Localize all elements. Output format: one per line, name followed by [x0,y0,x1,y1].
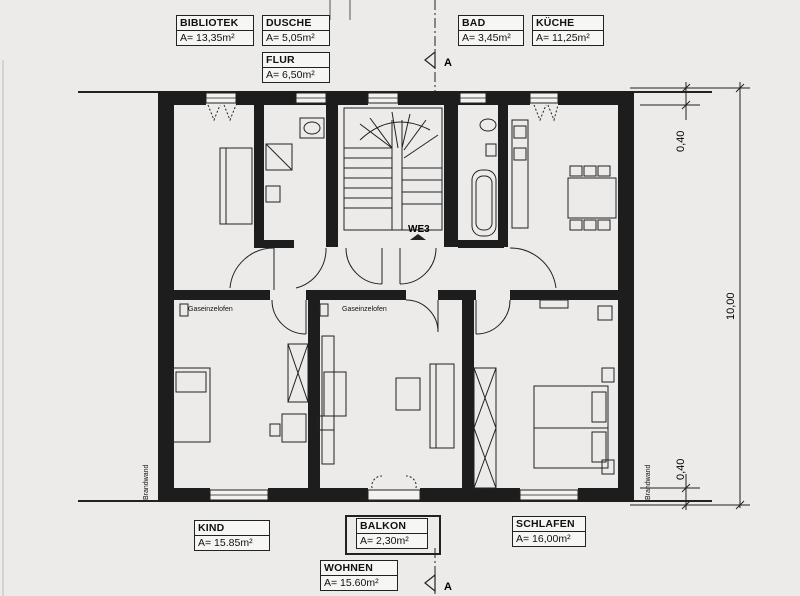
staircase [343,107,443,231]
room-area: A= 15.60m² [324,577,379,589]
section-arrow-top [424,50,436,70]
room-name: KÜCHE [533,16,603,31]
balcony-outline [345,515,441,555]
room-name: FLUR [263,53,329,68]
room-name: BALKON [357,519,427,534]
room-area: A= 3,45m² [462,32,511,44]
room-name: BAD [459,16,523,31]
room-area: A= 15.85m² [198,537,253,549]
room-label-bibliotek: BIBLIOTEK A= 13,35m² [176,15,254,46]
room-name: KIND [195,521,269,536]
room-name: WOHNEN [321,561,397,576]
section-marker-top: A [444,57,452,69]
room-label-wohnen: WOHNEN A= 15.60m² [320,560,398,591]
room-label-balkon: BALKON A= 2,30m² [356,518,428,549]
dim-top: 0,40 [675,131,687,152]
dimension-lines [630,82,750,510]
room-area: A= 2,30m² [360,535,409,547]
room-area: A= 5,05m² [266,32,315,44]
room-label-dusche: DUSCHE A= 5,05m² [262,15,330,46]
stair-arrow [410,234,426,240]
door-swings [207,104,559,489]
room-name: SCHLAFEN [513,517,585,532]
heater-label-kind: Gaseinzelofen [188,306,233,313]
window-lines [206,97,578,496]
dim-total: 10,00 [725,292,737,320]
section-marker-bottom: A [444,581,452,593]
walls [158,91,634,502]
heater-label-wohnen: Gaseinzelofen [342,306,387,313]
room-name: BIBLIOTEK [177,16,253,31]
room-label-kueche: KÜCHE A= 11,25m² [532,15,604,46]
section-arrow-bottom [424,573,436,593]
room-area: A= 6,50m² [266,69,315,81]
stair-label: WE3 [408,224,430,235]
firewall-label-right: Brandwand [645,464,652,500]
room-label-flur: FLUR A= 6,50m² [262,52,330,83]
firewall-label-left: Brandwand [143,464,150,500]
room-name: DUSCHE [263,16,329,31]
room-label-schlafen: SCHLAFEN A= 16,00m² [512,516,586,547]
furniture [171,117,617,489]
dim-bottom: 0,40 [675,459,687,480]
room-label-bad: BAD A= 3,45m² [458,15,524,46]
room-label-kind: KIND A= 15.85m² [194,520,270,551]
room-area: A= 11,25m² [536,32,590,44]
room-area: A= 16,00m² [516,533,571,545]
room-area: A= 13,35m² [180,32,235,44]
